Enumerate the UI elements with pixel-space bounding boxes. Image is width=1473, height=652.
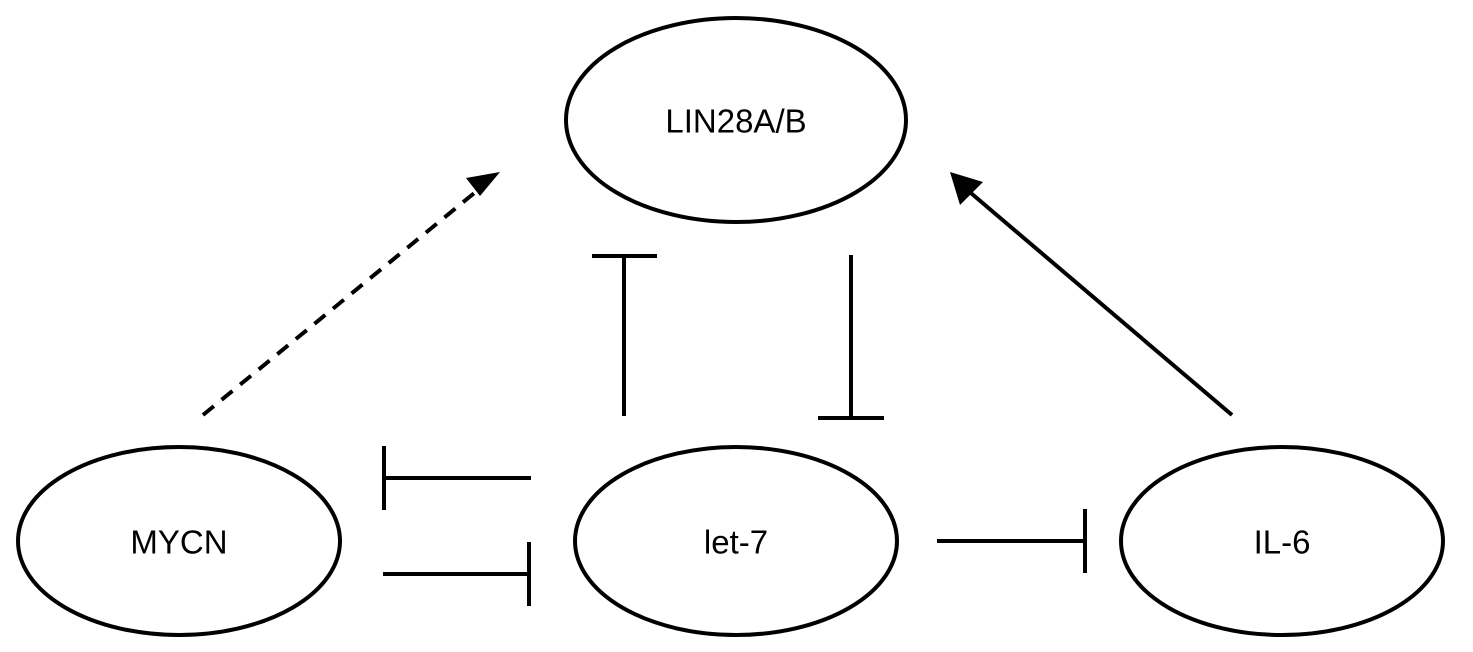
node-il6-ellipse: [1119, 445, 1445, 637]
node-let7-ellipse: [573, 445, 899, 637]
arrowhead-icon: [950, 172, 983, 205]
node-lin28ab-label: LIN28A/B: [665, 103, 806, 140]
node-lin28ab: LIN28A/B: [564, 16, 908, 224]
edge-il6-activates-lin28: [950, 172, 1234, 417]
node-let7-label: let-7: [704, 524, 768, 561]
node-il6: IL-6: [1119, 445, 1445, 637]
edge-let7-inhibits-lin28: [592, 254, 657, 416]
edge-mycn-activates-lin28: [201, 172, 500, 417]
node-let7: let-7: [573, 445, 899, 637]
edge-let7-inhibits-mycn: [382, 446, 531, 510]
edge-mycn-inhibits-let7: [383, 542, 531, 606]
node-mycn-label: MYCN: [130, 524, 227, 561]
node-mycn-ellipse: [16, 445, 342, 637]
arrowhead-icon: [466, 172, 500, 196]
edge-il6-lin28-line: [963, 186, 1234, 417]
edge-lin28-inhibits-let7: [818, 255, 884, 420]
edge-mycn-lin28-line: [201, 188, 480, 417]
edge-let7-inhibits-il6: [937, 509, 1087, 573]
node-il6-label: IL-6: [1254, 524, 1311, 561]
node-lin28ab-ellipse: [564, 16, 908, 224]
node-mycn: MYCN: [16, 445, 342, 637]
